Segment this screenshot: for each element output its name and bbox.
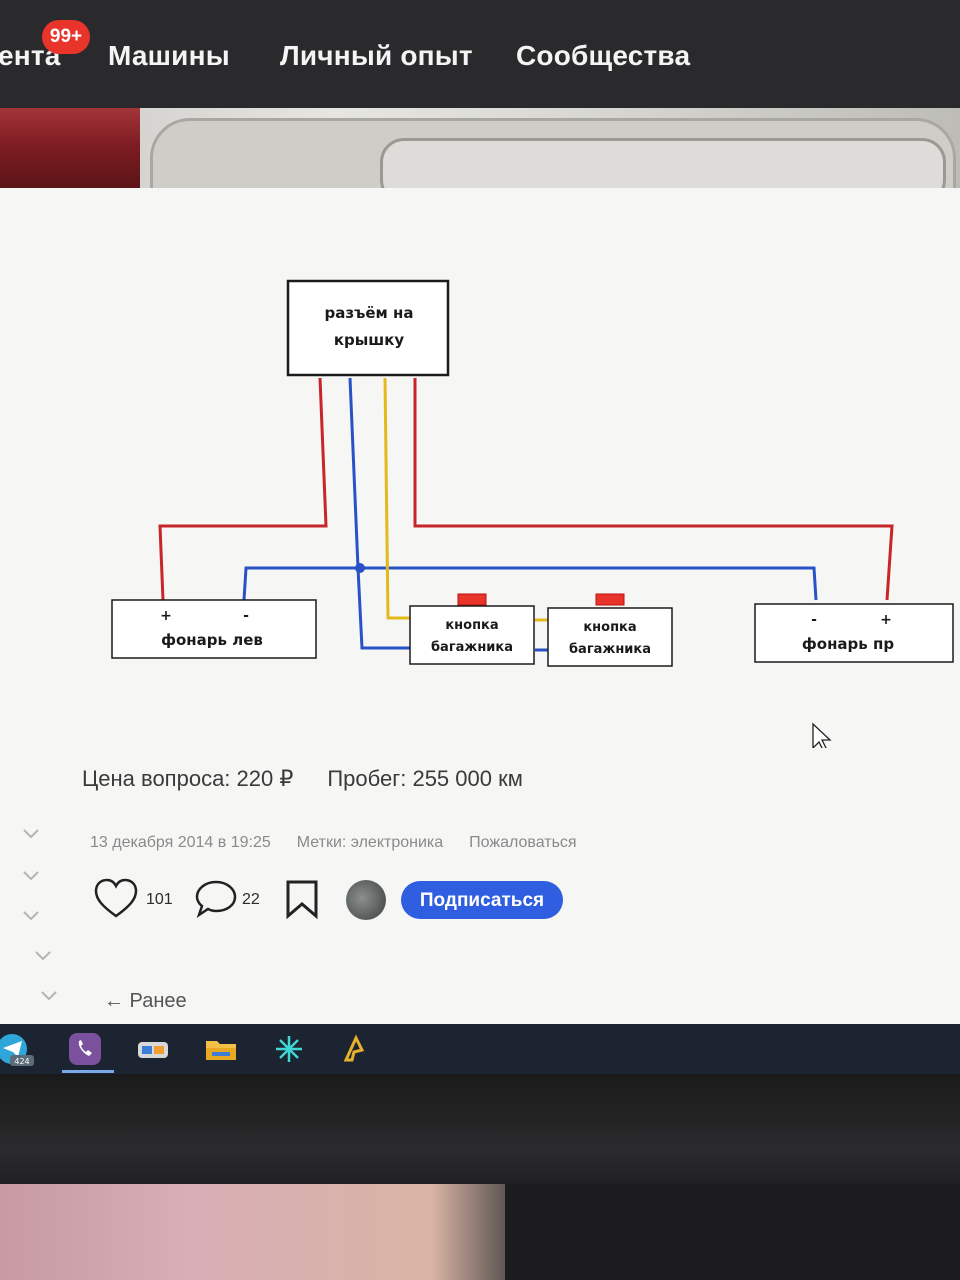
cursor-icon: [812, 722, 832, 748]
report-link[interactable]: Пожаловаться: [469, 834, 577, 851]
yellow-wire: [383, 377, 410, 620]
lamp-left-box: + - фонарь лев: [111, 599, 317, 659]
likes-count: 101: [146, 891, 173, 908]
header-photo: [0, 108, 960, 188]
comments-count: 22: [242, 891, 260, 908]
post-date: 13 декабря 2014 в 19:25: [90, 834, 271, 851]
red-wire-left: [158, 377, 328, 601]
comment-icon[interactable]: [194, 878, 238, 920]
app-icon[interactable]: [136, 1032, 170, 1066]
lamp-right-plus: +: [880, 612, 892, 628]
wire-junction: [355, 563, 365, 573]
heart-icon[interactable]: [94, 878, 138, 920]
nav-item-cars[interactable]: Машины: [108, 40, 230, 71]
post-content: разъём на крышку + - фонарь лев кнопка б…: [0, 188, 960, 1024]
active-app-indicator: [62, 1070, 114, 1073]
connector-label-line2: крышку: [334, 331, 405, 349]
monitor-bezel: [0, 1074, 960, 1184]
button2-label-line2: багажника: [569, 642, 651, 657]
button2-label-line1: кнопка: [583, 620, 636, 635]
autocad-icon[interactable]: [340, 1032, 374, 1066]
lamp-left-plus: +: [160, 608, 172, 624]
mileage-text: Пробег: 255 000 км: [327, 766, 523, 791]
chevron-down-icon[interactable]: [40, 990, 58, 1002]
price-mileage: Цена вопроса: 220 ₽ Пробег: 255 000 км: [82, 766, 557, 792]
chevron-down-icon[interactable]: [22, 828, 40, 840]
author-avatar[interactable]: [346, 880, 386, 920]
connector-label-line1: разъём на: [325, 304, 414, 322]
post-meta: 13 декабря 2014 в 19:25 Метки: электроник…: [90, 834, 603, 852]
chevron-down-icon[interactable]: [34, 950, 52, 962]
trunk-button-1: кнопка багажника: [409, 593, 535, 665]
windows-taskbar: 424: [0, 1024, 960, 1074]
trunk-button-2: кнопка багажника: [547, 593, 673, 667]
lamp-right-box: - + фонарь пр: [754, 603, 954, 663]
nav-item-communities[interactable]: Сообщества: [516, 40, 691, 71]
nav-item-personal-experience[interactable]: Личный опыт: [280, 40, 473, 71]
top-navigation: ента 99+ Машины Личный опыт Сообщества: [0, 0, 960, 112]
button1-label-line2: багажника: [431, 640, 513, 655]
notification-badge: 99+: [42, 20, 90, 54]
red-wire-right: [413, 378, 894, 601]
previous-post-link[interactable]: ← Ранее: [104, 990, 187, 1012]
price-text: Цена вопроса: 220 ₽: [82, 766, 294, 791]
connector-box: разъём на крышку: [286, 279, 450, 377]
lamp-right-label: фонарь пр: [802, 635, 894, 653]
telegram-unread-count: 424: [14, 1057, 29, 1066]
chevron-down-icon[interactable]: [22, 910, 40, 922]
bookmark-icon[interactable]: [284, 878, 320, 920]
wiring-diagram: разъём на крышку + - фонарь лев кнопка б…: [111, 279, 954, 748]
button1-label-line1: кнопка: [445, 618, 498, 633]
post-tags[interactable]: Метки: электроника: [296, 834, 444, 851]
blue-wire-ground: [242, 566, 818, 601]
subscribe-button[interactable]: Подписаться: [401, 881, 563, 919]
network-icon[interactable]: [272, 1032, 306, 1066]
blue-wire-main: [348, 377, 410, 650]
lamp-left-label: фонарь лев: [161, 631, 263, 649]
monitor-stand: [505, 1184, 960, 1280]
lamp-left-minus: -: [243, 608, 249, 624]
chevron-down-icon[interactable]: [22, 870, 40, 882]
lamp-right-minus: -: [811, 612, 817, 628]
folder-icon[interactable]: [204, 1032, 238, 1066]
viber-icon[interactable]: [68, 1032, 102, 1066]
telegram-icon[interactable]: 424: [0, 1032, 34, 1066]
